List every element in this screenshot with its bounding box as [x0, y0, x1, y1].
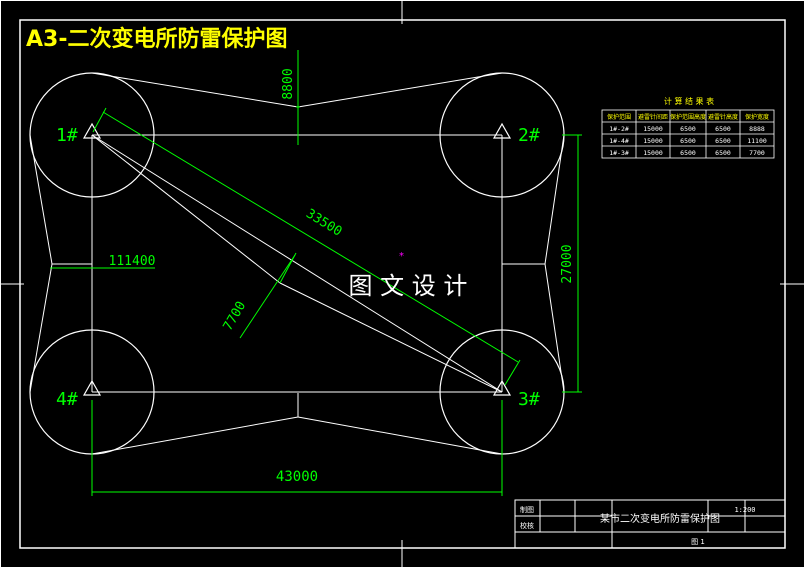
dim-8800: 8800	[281, 68, 296, 99]
rod-label-1: 1#	[56, 125, 78, 146]
titleblock-drawing-name: 某市二次变电所防雷保护图	[600, 512, 720, 525]
table-header-1: 保护范围	[607, 113, 631, 121]
rod-label-2: 2#	[518, 125, 540, 146]
titleblock-sheet: 图 1	[691, 538, 705, 546]
table-cell: 1#-4#	[609, 137, 629, 145]
table-cell: 15000	[643, 137, 663, 145]
table-cell: 8888	[749, 125, 765, 133]
table-cell: 15000	[643, 149, 663, 157]
rod-marker-3	[492, 379, 512, 396]
drawing-title: A3-二次变电所防雷保护图	[26, 26, 287, 52]
rod-label-3: 3#	[518, 389, 540, 410]
table-cell: 1#-3#	[609, 149, 629, 157]
rod-label-4: 4#	[56, 389, 78, 410]
dim-111400: 111400	[109, 254, 156, 269]
table-cell: 6500	[715, 137, 731, 145]
titleblock-scale: 1:200	[734, 506, 755, 514]
dim-27000: 27000	[560, 244, 575, 283]
table-cell: 1#-2#	[609, 125, 629, 133]
table-cell: 7700	[749, 149, 765, 157]
pick-marker: *	[399, 251, 404, 262]
dimension-lines	[50, 50, 582, 496]
results-table-title: 计 算 结 果 表	[664, 96, 714, 106]
rod-marker-1	[82, 122, 102, 139]
dim-33500: 33500	[303, 206, 344, 239]
table-cell: 15000	[643, 125, 663, 133]
results-table: 计 算 结 果 表 保护范围 避雷针间距 保护范围高度 避雷针高度 保护宽度 1…	[601, 96, 775, 159]
table-header-2: 避雷针间距	[638, 113, 668, 121]
table-header-3: 保护范围高度	[670, 113, 706, 121]
substation-outline	[91, 134, 503, 393]
table-cell: 6500	[715, 149, 731, 157]
titleblock-row2-label: 校核	[520, 521, 534, 530]
titleblock-row1-label: 制图	[520, 505, 534, 514]
rod-markers	[82, 122, 512, 396]
rod-marker-4	[82, 379, 102, 396]
table-header-4: 避雷针高度	[708, 113, 738, 121]
dim-7700: 7700	[221, 299, 250, 334]
dim-43000: 43000	[276, 469, 318, 485]
table-cell: 6500	[715, 125, 731, 133]
rod-marker-2	[492, 122, 512, 139]
table-cell: 6500	[680, 125, 696, 133]
protection-envelope	[29, 72, 565, 455]
table-header-5: 保护宽度	[745, 113, 769, 121]
table-cell: 11100	[747, 137, 767, 145]
title-block: 制图 校核 某市二次变电所防雷保护图 1:200 图 1	[514, 499, 786, 549]
table-cell: 6500	[680, 149, 696, 157]
table-cell: 6500	[680, 137, 696, 145]
watermark: 图 文 设 计	[349, 272, 468, 300]
